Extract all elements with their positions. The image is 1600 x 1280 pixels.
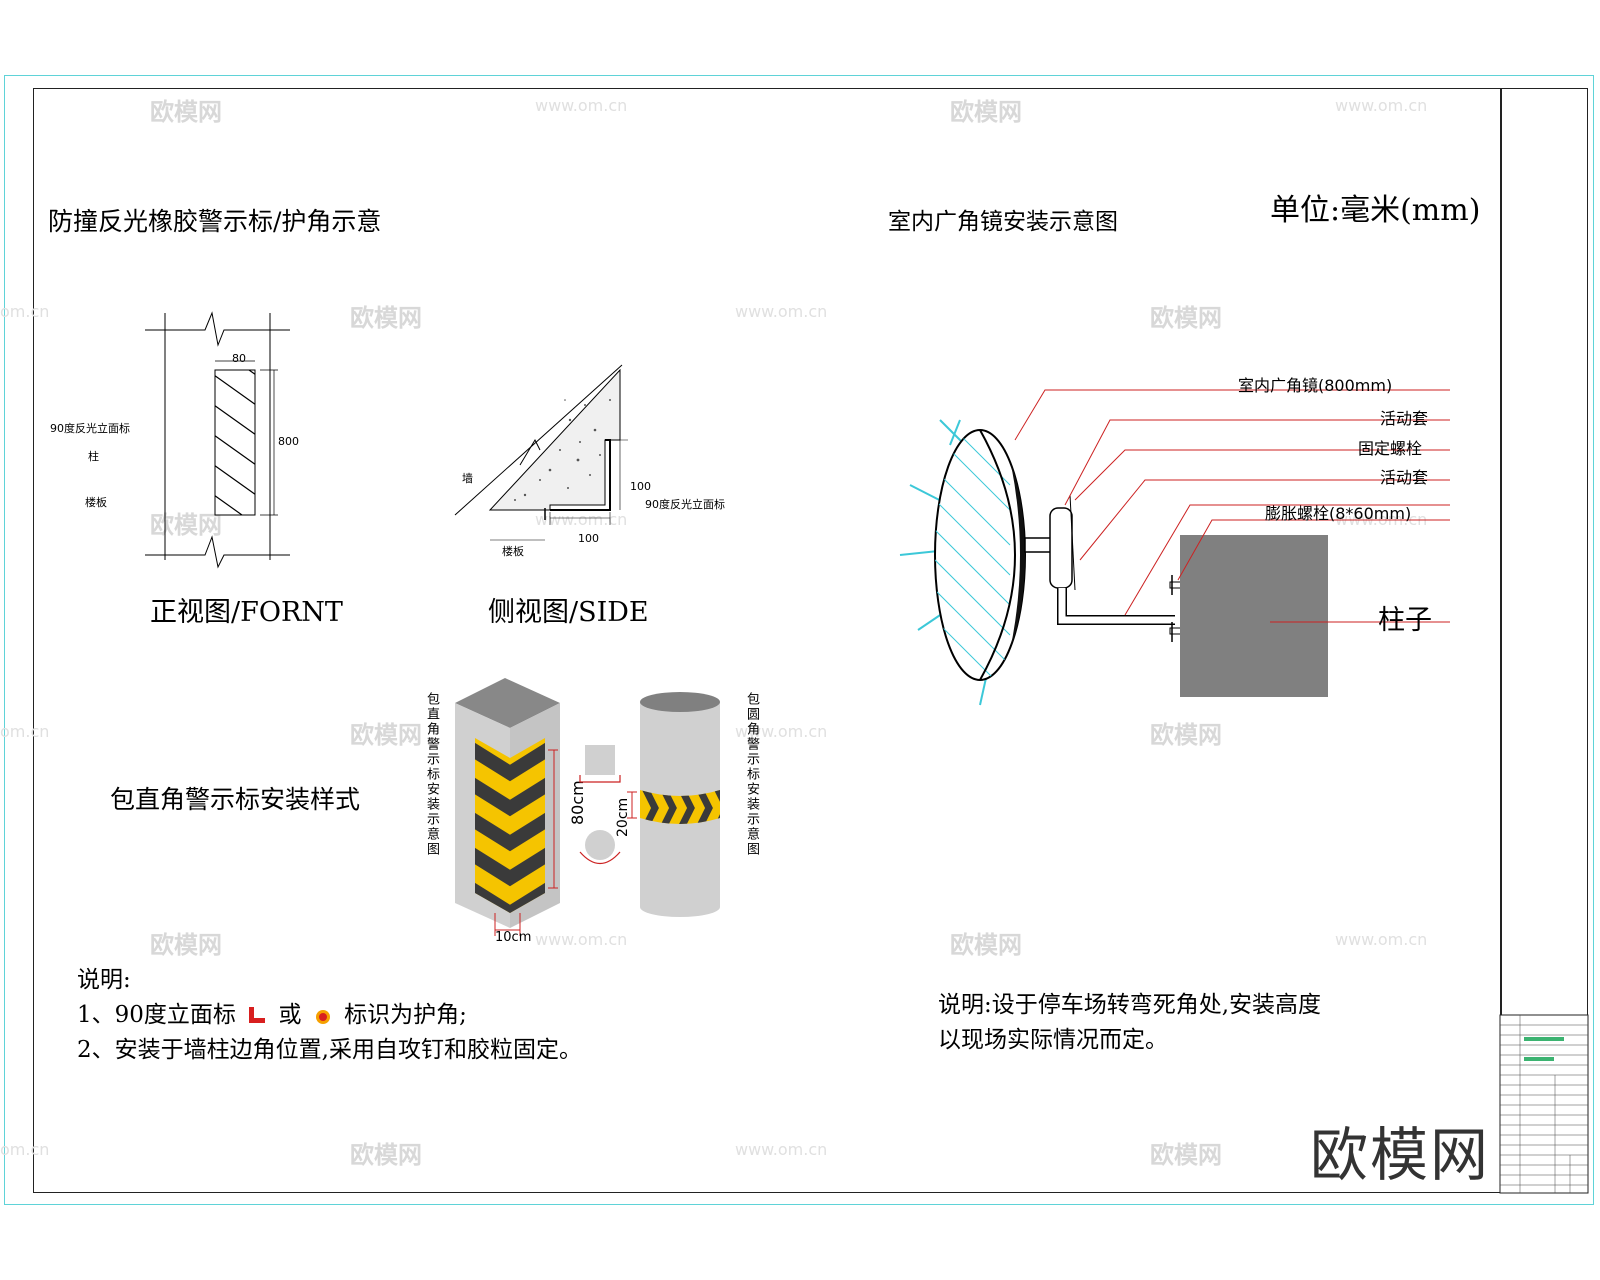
watermark-url: www.om.cn bbox=[535, 510, 628, 529]
install-style-title: 包直角警示标安装样式 bbox=[110, 785, 361, 814]
left-notes-heading: 说明: bbox=[77, 967, 131, 993]
watermark-brand: 欧模网 bbox=[150, 931, 222, 959]
brand-watermark: 欧模网 bbox=[1310, 1121, 1491, 1189]
dim-10cm: 10cm bbox=[495, 930, 532, 945]
round-install-vertical-label: 包圆角警示标安装示意图 bbox=[744, 692, 759, 857]
watermark-url: www.om.cn bbox=[1335, 930, 1428, 949]
mirror-install-drawing bbox=[899, 389, 1450, 706]
title-block-strip bbox=[1500, 88, 1588, 1193]
watermark-brand: 欧模网 bbox=[350, 1141, 422, 1169]
side-view-drawing bbox=[454, 364, 628, 541]
right-note-line1: 说明:设于停车场转弯死角处,安装高度 bbox=[938, 992, 1322, 1018]
right-note-line2: 以现场实际情况而定。 bbox=[938, 1027, 1168, 1053]
watermark-brand: 欧模网 bbox=[150, 98, 222, 126]
side-view-caption: 侧视图/SIDE bbox=[488, 597, 649, 628]
left-note-2: 2、安装于墙柱边角位置,采用自攻钉和胶粒固定。 bbox=[77, 1037, 582, 1063]
plan-view-icons bbox=[579, 745, 621, 865]
square-column-drawing bbox=[455, 678, 560, 936]
left-section-title: 防撞反光橡胶警示标/护角示意 bbox=[48, 207, 382, 236]
callout-sleeve-1: 活动套 bbox=[1380, 409, 1429, 428]
callout-mirror: 室内广角镜(800mm) bbox=[1238, 376, 1393, 395]
title-block-table bbox=[1499, 1014, 1589, 1194]
front-floor-label: 楼板 bbox=[85, 496, 107, 509]
watermark-brand: 欧模网 bbox=[1150, 1141, 1222, 1169]
front-view-caption: 正视图/FORNT bbox=[150, 597, 343, 628]
note1-text-a: 1、90度立面标 bbox=[77, 1002, 236, 1028]
front-height-dim: 800 bbox=[278, 435, 299, 448]
drawing-inner-frame bbox=[33, 88, 1588, 1193]
drawing-outer-frame bbox=[4, 75, 1594, 1205]
watermark-url: www.om.cn bbox=[535, 96, 628, 115]
round-corner-mark-icon bbox=[315, 1010, 330, 1024]
front-width-dim: 80 bbox=[232, 352, 246, 365]
dim-20cm: 20cm bbox=[615, 797, 631, 837]
watermark-brand: 欧模网 bbox=[1150, 721, 1222, 749]
side-dim-100-horizontal: 100 bbox=[578, 532, 599, 545]
watermark-brand: 欧模网 bbox=[350, 721, 422, 749]
square-install-vertical-label: 包直角警示标安装示意图 bbox=[424, 692, 439, 857]
front-mark-label: 90度反光立面标 bbox=[50, 422, 130, 435]
side-mark-label: 90度反光立面标 bbox=[645, 498, 725, 511]
side-wall-label: 墙 bbox=[462, 472, 473, 485]
callout-sleeve-2: 活动套 bbox=[1380, 468, 1429, 487]
note1-text-c: 标识为护角; bbox=[344, 1002, 467, 1028]
pillar-label: 柱子 bbox=[1378, 605, 1432, 636]
watermark-url: www.om.cn bbox=[735, 722, 828, 741]
left-note-1: 1、90度立面标 或 标识为护角; bbox=[77, 995, 467, 1029]
watermark-url: www.om.cn bbox=[735, 1140, 828, 1159]
side-floor-label: 楼板 bbox=[502, 545, 524, 558]
watermark-brand: 欧模网 bbox=[950, 98, 1022, 126]
watermark-url: om.cn bbox=[0, 722, 50, 741]
note1-text-b: 或 bbox=[278, 1002, 302, 1028]
watermark-url: www.om.cn bbox=[535, 930, 628, 949]
l-corner-mark-icon bbox=[249, 1007, 266, 1023]
callout-expansion-bolt: 膨胀螺栓(8*60mm) bbox=[1265, 504, 1412, 523]
watermark-url: www.om.cn bbox=[735, 302, 828, 321]
watermark-brand: 欧模网 bbox=[150, 511, 222, 539]
watermark-brand: 欧模网 bbox=[350, 304, 422, 332]
watermark-brand: 欧模网 bbox=[1150, 304, 1222, 332]
right-section-title: 室内广角镜安装示意图 bbox=[888, 209, 1118, 235]
round-column-drawing bbox=[627, 692, 720, 917]
unit-label: 单位:毫米(mm) bbox=[1270, 193, 1481, 228]
watermark-brand: 欧模网 bbox=[950, 931, 1022, 959]
watermark-url: om.cn bbox=[0, 302, 50, 321]
side-dim-100-vertical: 100 bbox=[630, 480, 651, 493]
watermark-url: www.om.cn bbox=[1335, 96, 1428, 115]
front-view-drawing bbox=[145, 311, 290, 569]
callout-fixing-bolt: 固定螺栓 bbox=[1358, 439, 1423, 458]
watermark-url: om.cn bbox=[0, 1140, 50, 1159]
front-column-label: 柱 bbox=[88, 450, 99, 463]
